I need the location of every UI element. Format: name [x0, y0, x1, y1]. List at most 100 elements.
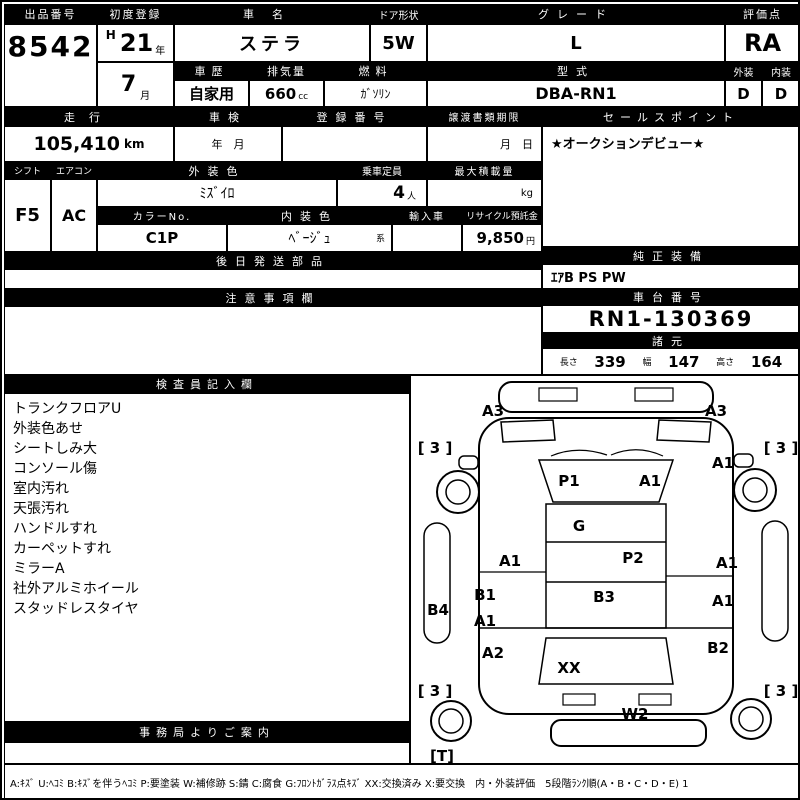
exterior-color-value: ﾐｽﾞｲﾛ [97, 179, 337, 207]
history-header: 車歴 [174, 62, 249, 80]
damage-code: A1 [638, 472, 662, 490]
score-text: RA [743, 29, 782, 57]
chassis-no-text: RN1-130369 [588, 307, 754, 331]
capacity-value: 4 人 [337, 179, 427, 207]
capacity-number: 4 [393, 183, 405, 203]
car-top-view [423, 381, 789, 747]
displacement-number: 660 [264, 84, 297, 103]
notes-value [4, 306, 542, 375]
exterior-score-value: D [725, 80, 762, 107]
first-reg-year-value: 21 [119, 29, 154, 57]
specs-value: 長さ 339 幅 147 高さ 164 [542, 348, 798, 375]
specs-header: 諸元 [542, 333, 798, 348]
interior-score-header: 内装 [762, 62, 798, 80]
inspection-text: 年 月 [211, 138, 245, 151]
later-parts-value [4, 269, 542, 289]
rear-window [538, 637, 674, 685]
recycle-deposit-unit: 円 [525, 237, 535, 247]
displacement-header: 排気量 [249, 62, 324, 80]
inspector-note-item: ハンドルすれ [13, 521, 97, 537]
model-code-value: DBA-RN1 [427, 80, 725, 107]
car-name-header: 車名 [174, 4, 370, 24]
first-reg-month-unit: 月 [140, 91, 151, 102]
color-no-header: カラーNo. [97, 207, 227, 224]
notes-text [5, 307, 541, 319]
color-no-value: C1P [97, 224, 227, 252]
inspector-note-item: トランクフロアU [13, 401, 122, 417]
spec-height-value: 164 [750, 352, 783, 371]
spec-length-value: 339 [594, 352, 626, 371]
first-registration-month: 7 月 [97, 62, 174, 107]
damage-code: A3 [481, 402, 505, 420]
score-header: 評価点 [725, 4, 798, 24]
inspection-header: 車検 [174, 107, 282, 126]
damage-code: A1 [473, 612, 497, 630]
later-parts-header: 後日発送部品 [4, 252, 542, 269]
front-right-wheel [733, 468, 777, 512]
grade-value: L [427, 24, 725, 62]
max-load-value: kg [427, 179, 542, 207]
capacity-unit: 人 [406, 192, 416, 202]
right-rocker-panel [761, 520, 789, 642]
first-reg-month-value: 7 [120, 72, 137, 97]
era-letter: H [105, 28, 116, 42]
exterior-color-text: ﾐｽﾞｲﾛ [199, 186, 235, 202]
mileage-number: 105,410 [33, 133, 121, 155]
fuel-header: 燃料 [324, 62, 427, 80]
import-car-value [392, 224, 462, 252]
shift-value: F5 [4, 179, 51, 252]
interior-color-value: ﾍﾞｰｼﾞｭ 系 [227, 224, 392, 252]
mileage-header: 走行 [4, 107, 174, 126]
exterior-score-header: 外装 [725, 62, 762, 80]
damage-code: B1 [474, 586, 496, 604]
damage-code: [ 3 ] [417, 682, 453, 700]
damage-code: A1 [715, 554, 739, 572]
color-no-text: C1P [145, 229, 179, 247]
recycle-deposit-value: 9,850 円 [462, 224, 542, 252]
roof-panel [545, 503, 667, 629]
equipment-value: ｴｱB PS PW [542, 264, 798, 289]
front-left-wheel [436, 470, 480, 514]
damage-code: [ 3 ] [417, 439, 453, 457]
sales-point-value: ★オークションデビュー★ [542, 126, 798, 247]
windshield [537, 459, 675, 503]
import-car-header: 輸入車 [392, 207, 462, 224]
inspector-note-item: 天張汚れ [13, 501, 69, 517]
interior-score-value: D [762, 80, 798, 107]
damage-code: A1 [498, 552, 522, 570]
equipment-text: ｴｱB PS PW [551, 271, 626, 286]
legend-text: A:ｷｽﾞ U:ﾍｺﾐ B:ｷｽﾞを伴うﾍｺﾐ P:要塗装 W:補修跡 S:錆 … [10, 778, 689, 790]
office-info-value [4, 742, 410, 764]
spec-width-value: 147 [668, 352, 700, 371]
transfer-deadline-value: 月 日 [427, 126, 542, 162]
inspector-note-item: ミラーA [13, 561, 65, 577]
fuel-text: ｶﾞｿﾘﾝ [360, 87, 391, 101]
right-mirror [733, 453, 754, 468]
legend-bar: A:ｷｽﾞ U:ﾍｺﾐ B:ｷｽﾞを伴うﾍｺﾐ P:要塗装 W:補修跡 S:錆 … [4, 764, 798, 798]
damage-code: XX [557, 659, 581, 677]
damage-code: W2 [621, 705, 649, 723]
door-shape-header: ドア形状 [370, 4, 427, 24]
shift-text: F5 [15, 205, 40, 226]
history-value: 自家用 [174, 80, 249, 107]
aircon-text: AC [61, 206, 87, 225]
capacity-header: 乗車定員 [337, 162, 427, 179]
fuel-value: ｶﾞｿﾘﾝ [324, 80, 427, 107]
equipment-header: 純正装備 [542, 247, 798, 264]
door-shape-value: 5W [370, 24, 427, 62]
inspector-note-item: シートしみ大 [13, 441, 97, 457]
rear-bumper [550, 719, 707, 747]
inspector-header: 検査員記入欄 [4, 375, 410, 393]
first-reg-year-unit: 年 [155, 46, 166, 57]
registration-no-header: 登録番号 [282, 107, 427, 126]
chassis-no-value: RN1-130369 [542, 305, 798, 333]
car-name-text: ステラ [239, 34, 305, 55]
grade-header: グレード [427, 4, 725, 24]
max-load-unit: kg [520, 187, 533, 199]
spec-height-label: 高さ [716, 358, 735, 368]
history-text: 自家用 [188, 85, 234, 103]
car-body [478, 417, 734, 715]
damage-code: A1 [711, 592, 735, 610]
inspector-note-item: 外装色あせ [13, 421, 83, 437]
inspector-note-item: カーペットすれ [13, 541, 111, 557]
